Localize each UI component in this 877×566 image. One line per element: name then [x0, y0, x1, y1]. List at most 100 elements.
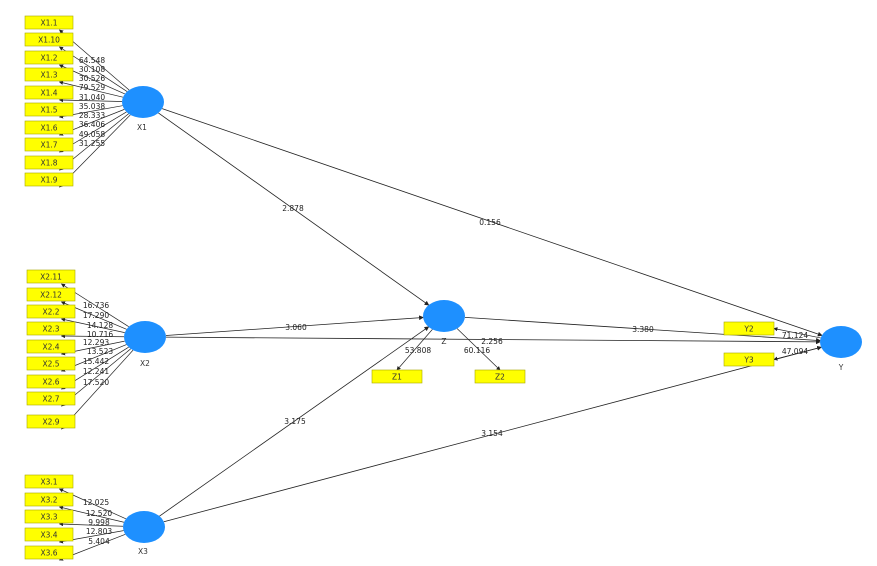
indicator-label-x2-9: X2.9: [42, 418, 59, 427]
indicator-label-x3-1: X3.1: [40, 478, 57, 487]
loading-value-x2-3: 14.128: [87, 321, 113, 330]
indicator-label-x1-3: X1.3: [40, 71, 57, 80]
path-coefficient-x2-to-z: 3.060: [285, 323, 307, 332]
indicator-x2-4[interactable]: [26, 339, 76, 354]
path-coefficient-x3-to-z: 3.175: [284, 417, 306, 426]
indicator-x2-9[interactable]: [26, 414, 76, 429]
loading-line-x2-2: [60, 317, 125, 333]
latent-label-x3: X3: [138, 547, 148, 556]
nodes-layer: [24, 15, 862, 560]
latent-node-y[interactable]: [820, 326, 862, 358]
indicator-x1-9[interactable]: [24, 172, 74, 187]
loading-line-x3-2: [58, 505, 125, 523]
indicator-label-x1-5: X1.5: [40, 106, 57, 115]
indicator-x2-12[interactable]: [26, 287, 76, 302]
path-x1-to-y: [162, 108, 823, 337]
latent-label-x1: X1: [137, 123, 147, 132]
latent-label-y: Y: [838, 363, 844, 372]
indicator-x3-4[interactable]: [24, 527, 74, 542]
indicator-x1-2[interactable]: [24, 50, 74, 65]
indicator-label-x2-2: X2.2: [42, 308, 59, 317]
indicator-y2[interactable]: [723, 321, 775, 336]
indicator-x2-5[interactable]: [26, 356, 76, 371]
indicator-label-x3-4: X3.4: [40, 531, 57, 540]
loading-value-y3: 47.094: [782, 347, 808, 356]
latent-node-x1[interactable]: [122, 86, 164, 118]
indicator-label-x2-3: X2.3: [42, 325, 59, 334]
path-x1-to-z: [158, 112, 430, 306]
indicator-x1-6[interactable]: [24, 120, 74, 135]
loading-line-y3: [773, 346, 822, 361]
indicator-label-z2: Z2: [495, 373, 505, 382]
loading-value-x1-8: 36.406: [79, 120, 105, 129]
indicator-x1-8[interactable]: [24, 155, 74, 170]
path-x2-to-z: [165, 315, 424, 336]
indicator-label-x3-2: X3.2: [40, 496, 57, 505]
indicator-x1-5[interactable]: [24, 102, 74, 117]
loading-line-x2-3: [60, 333, 125, 339]
loading-value-z1: 53.808: [405, 346, 431, 355]
loading-value-x1-10: 64.548: [79, 56, 105, 65]
indicator-x1-7[interactable]: [24, 137, 74, 152]
indicator-label-x2-7: X2.7: [42, 395, 59, 404]
loading-value-extra-x1: 31.255: [79, 139, 105, 148]
indicator-label-x1-6: X1.6: [40, 124, 57, 133]
indicator-x3-3[interactable]: [24, 509, 74, 524]
indicator-x1-3[interactable]: [24, 67, 74, 82]
indicator-label-x2-11: X2.11: [40, 273, 62, 282]
indicator-x2-6[interactable]: [26, 374, 76, 389]
latent-node-x2[interactable]: [124, 321, 166, 353]
loading-line-z1: [396, 329, 433, 371]
indicator-label-x3-6: X3.6: [40, 549, 57, 558]
indicator-label-y2: Y2: [743, 325, 754, 334]
indicator-z1[interactable]: [371, 369, 423, 384]
indicator-z2[interactable]: [474, 369, 526, 384]
loading-line-z2: [456, 328, 501, 371]
latent-node-x3[interactable]: [123, 511, 165, 543]
loading-value-x1-9: 49.058: [79, 130, 105, 139]
latent-label-z: Z: [441, 337, 446, 346]
loading-value-x3-3: 12.520: [86, 509, 112, 518]
path-coefficient-z-to-y: 3.380: [632, 325, 654, 334]
indicator-x2-3[interactable]: [26, 321, 76, 336]
indicator-x3-1[interactable]: [24, 474, 74, 489]
loading-value-y2: 71.124: [782, 331, 808, 340]
loading-value-x2-2: 17.290: [83, 311, 109, 320]
path-coefficient-x1-to-z: 2.878: [282, 204, 304, 213]
labels-layer: 2.8780.1563.0602.2563.1753.1543.380X1.1X…: [38, 19, 844, 558]
indicator-y3[interactable]: [723, 352, 775, 367]
loading-value-x2-12: 16.736: [83, 301, 109, 310]
indicator-x3-6[interactable]: [24, 545, 74, 560]
indicator-x1-10[interactable]: [24, 32, 74, 47]
indicator-label-z1: Z1: [392, 373, 402, 382]
loading-value-x2-4: 10.716: [87, 330, 113, 339]
indicator-label-x1-2: X1.2: [40, 54, 57, 63]
loading-line-x1-4: [58, 97, 123, 103]
indicator-label-x2-6: X2.6: [42, 378, 59, 387]
loading-value-x1-6: 35.038: [79, 102, 105, 111]
loading-value-x3-2: 12.025: [83, 498, 109, 507]
indicator-label-x3-3: X3.3: [40, 513, 57, 522]
path-x2-to-y: [165, 336, 821, 345]
indicator-x3-2[interactable]: [24, 492, 74, 507]
indicator-label-x1-1: X1.1: [40, 19, 57, 28]
loading-value-x2-9: 12.241: [83, 367, 109, 376]
loading-line-x1-3: [58, 80, 124, 98]
loading-line-x3-3: [58, 522, 124, 527]
indicator-x1-1[interactable]: [24, 15, 74, 30]
loading-value-x2-6: 13.523: [87, 347, 113, 356]
indicator-label-x1-8: X1.8: [40, 159, 57, 168]
loading-value-x1-2: 30.108: [79, 65, 105, 74]
loading-line-y2: [773, 327, 821, 339]
indicator-x1-4[interactable]: [24, 85, 74, 100]
latent-label-x2: X2: [140, 359, 150, 368]
indicator-x2-11[interactable]: [26, 269, 76, 284]
indicator-x2-7[interactable]: [26, 391, 76, 406]
indicator-x2-2[interactable]: [26, 304, 76, 319]
path-coefficient-x1-to-y: 0.156: [479, 218, 501, 227]
latent-node-z[interactable]: [423, 300, 465, 332]
path-coefficient-x2-to-y: 2.256: [481, 337, 503, 346]
indicator-label-x2-12: X2.12: [40, 291, 62, 300]
indicator-label-x2-5: X2.5: [42, 360, 59, 369]
